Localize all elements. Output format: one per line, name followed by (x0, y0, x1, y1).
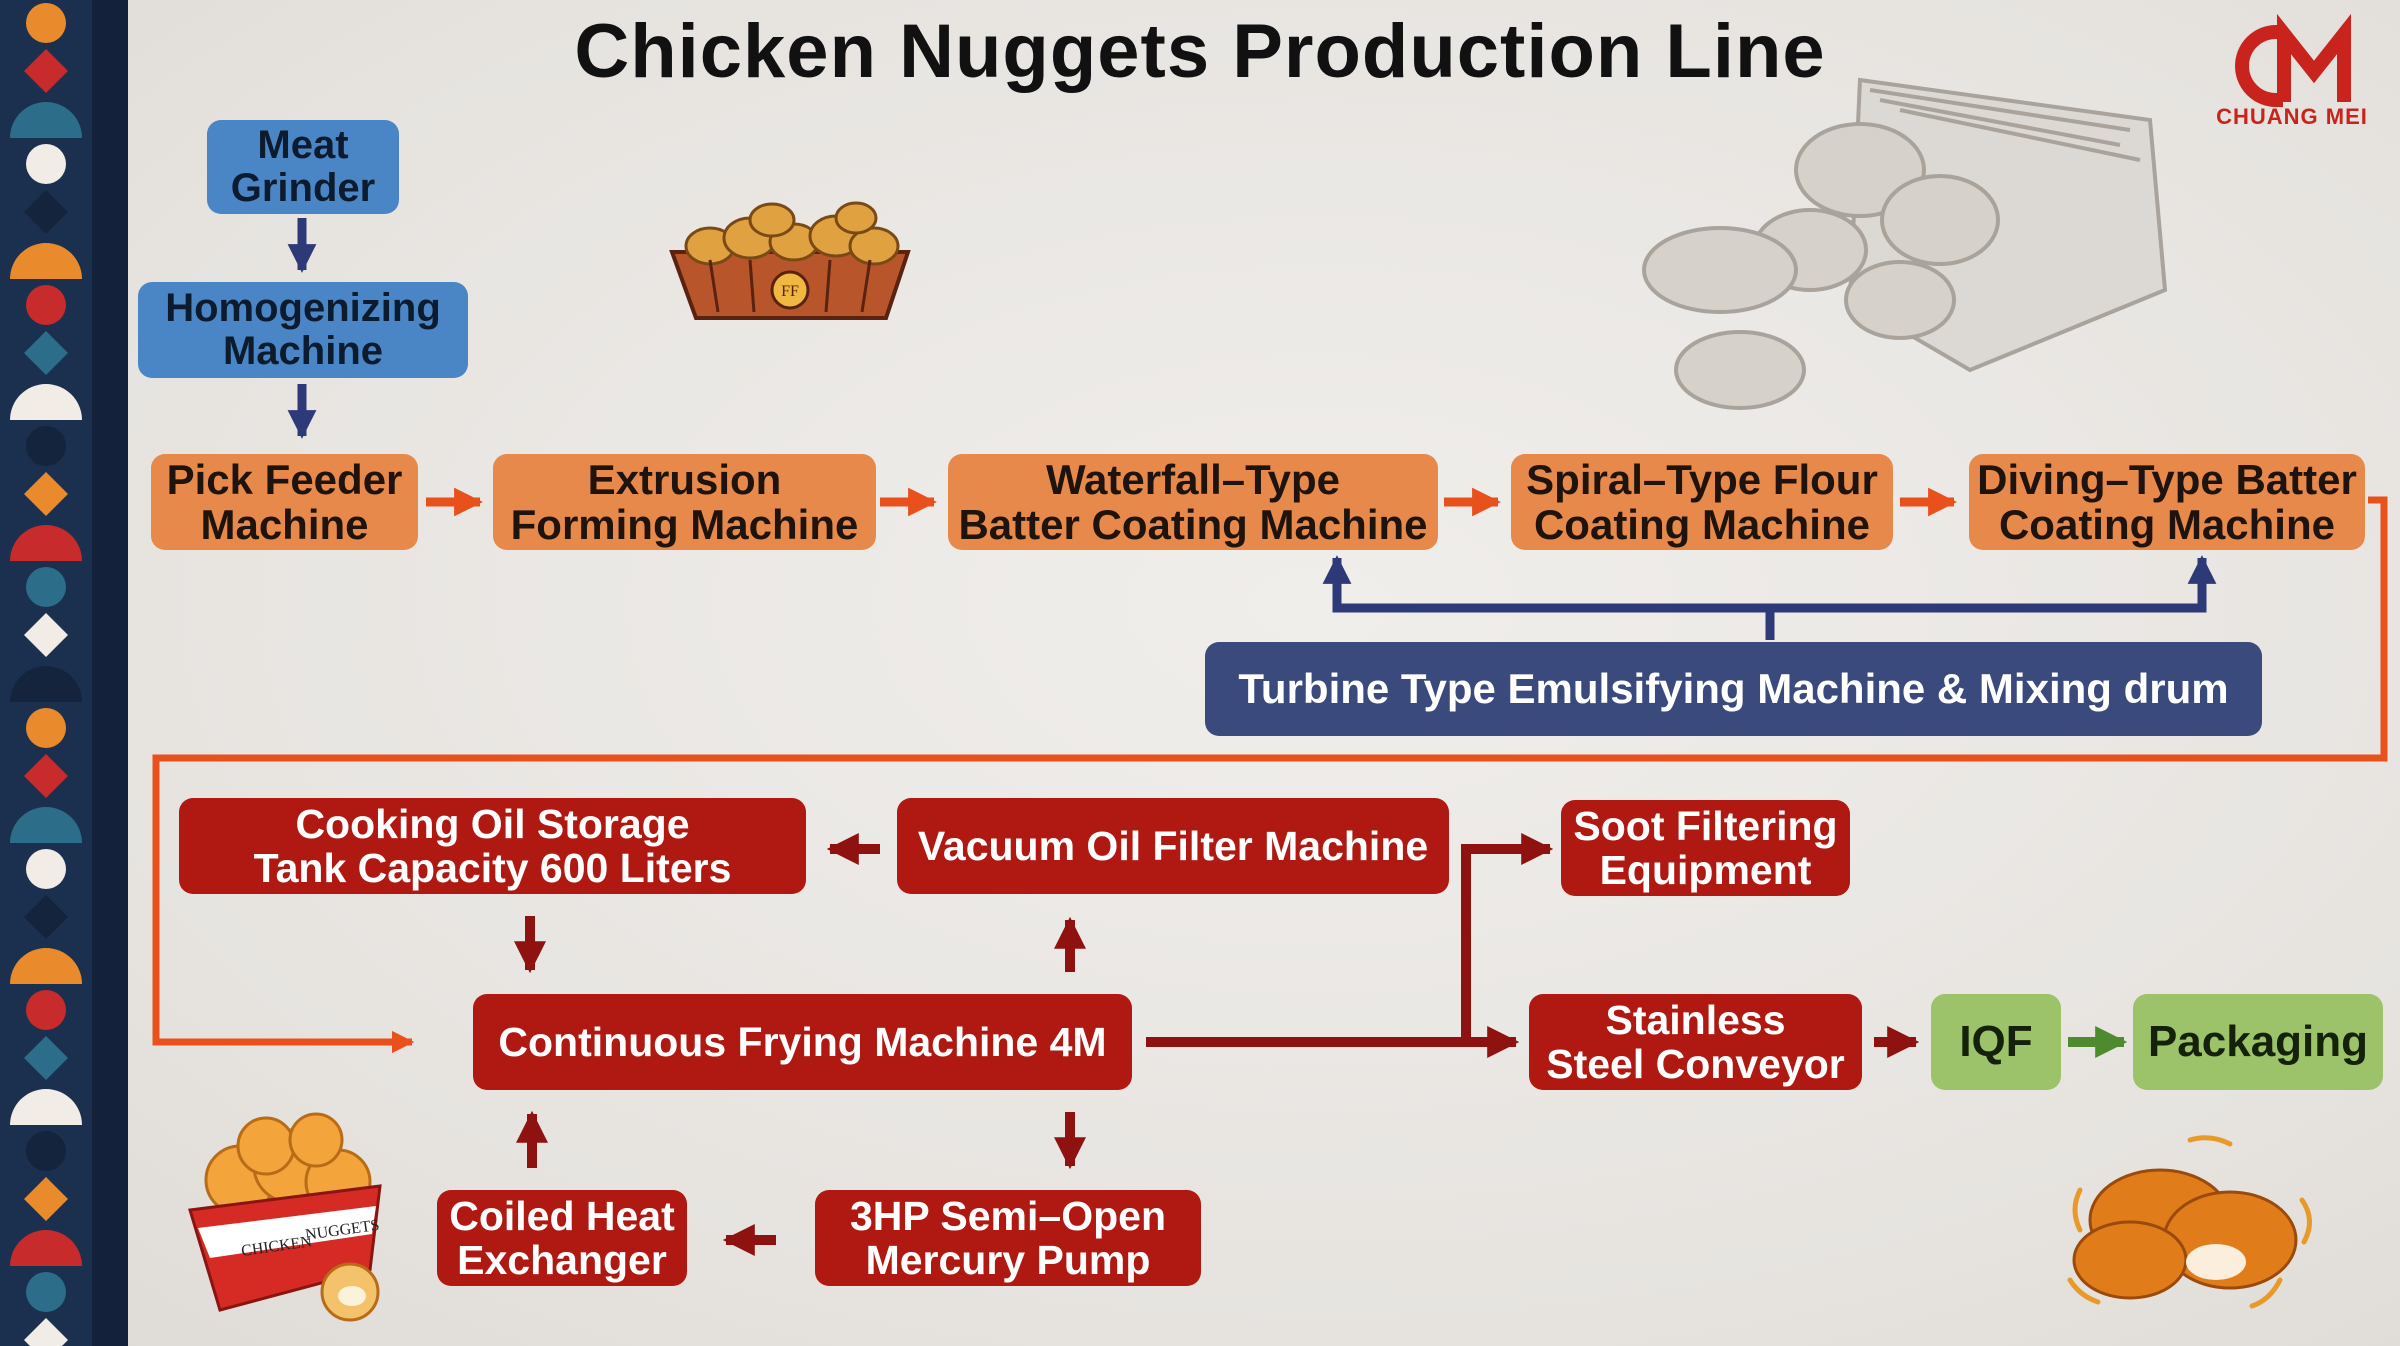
node-vacuum-oil-filter: Vacuum Oil Filter Machine (897, 798, 1449, 894)
decorative-border (92, 0, 128, 1346)
nugget-bag-sketch (1642, 77, 2168, 410)
arrow-turbine-to-diving (1770, 555, 2217, 613)
nugget-tray-illustration: FF (669, 201, 911, 320)
page-title: Chicken Nuggets Production Line (574, 9, 1826, 94)
arrow-frying-to-soot (1461, 832, 1554, 1042)
arrow-diving-to-frying (152, 496, 2388, 1054)
node-pick-feeder: Pick Feeder Machine (151, 454, 418, 550)
fried-nuggets-illustration (2067, 1135, 2312, 1309)
node-soot-filtering: Soot Filtering Equipment (1561, 800, 1850, 896)
node-extrusion-forming: Extrusion Forming Machine (493, 454, 876, 550)
node-meat-grinder: Meat Grinder (207, 120, 399, 214)
brand-name: CHUANG MEI (2216, 104, 2368, 129)
node-continuous-frying: Continuous Frying Machine 4M (473, 994, 1132, 1090)
nugget-box-illustration: CHICKEN NUGGETS (188, 1112, 382, 1322)
node-coiled-heat-exchanger: Coiled Heat Exchanger (437, 1190, 687, 1286)
node-mercury-pump: 3HP Semi–Open Mercury Pump (815, 1190, 1201, 1286)
node-spiral-flour-coating: Spiral–Type Flour Coating Machine (1511, 454, 1893, 550)
node-steel-conveyor: Stainless Steel Conveyor (1529, 994, 1862, 1090)
pattern-svg (10, 3, 82, 1346)
decorative-pattern-strip (0, 0, 92, 1346)
node-homogenizing-machine: Homogenizing Machine (138, 282, 468, 378)
node-turbine-emulsifying: Turbine Type Emulsifying Machine & Mixin… (1205, 642, 2262, 736)
node-iqf: IQF (1931, 994, 2061, 1090)
node-diving-batter-coating: Diving–Type Batter Coating Machine (1969, 454, 2365, 550)
tray-label: FF (781, 283, 799, 300)
node-packaging: Packaging (2133, 994, 2383, 1090)
arrow-turbine-to-waterfall (1322, 555, 1775, 640)
chuang-mei-logo (2235, 13, 2351, 108)
node-oil-storage-tank: Cooking Oil Storage Tank Capacity 600 Li… (179, 798, 806, 894)
node-waterfall-batter-coating: Waterfall–Type Batter Coating Machine (948, 454, 1438, 550)
